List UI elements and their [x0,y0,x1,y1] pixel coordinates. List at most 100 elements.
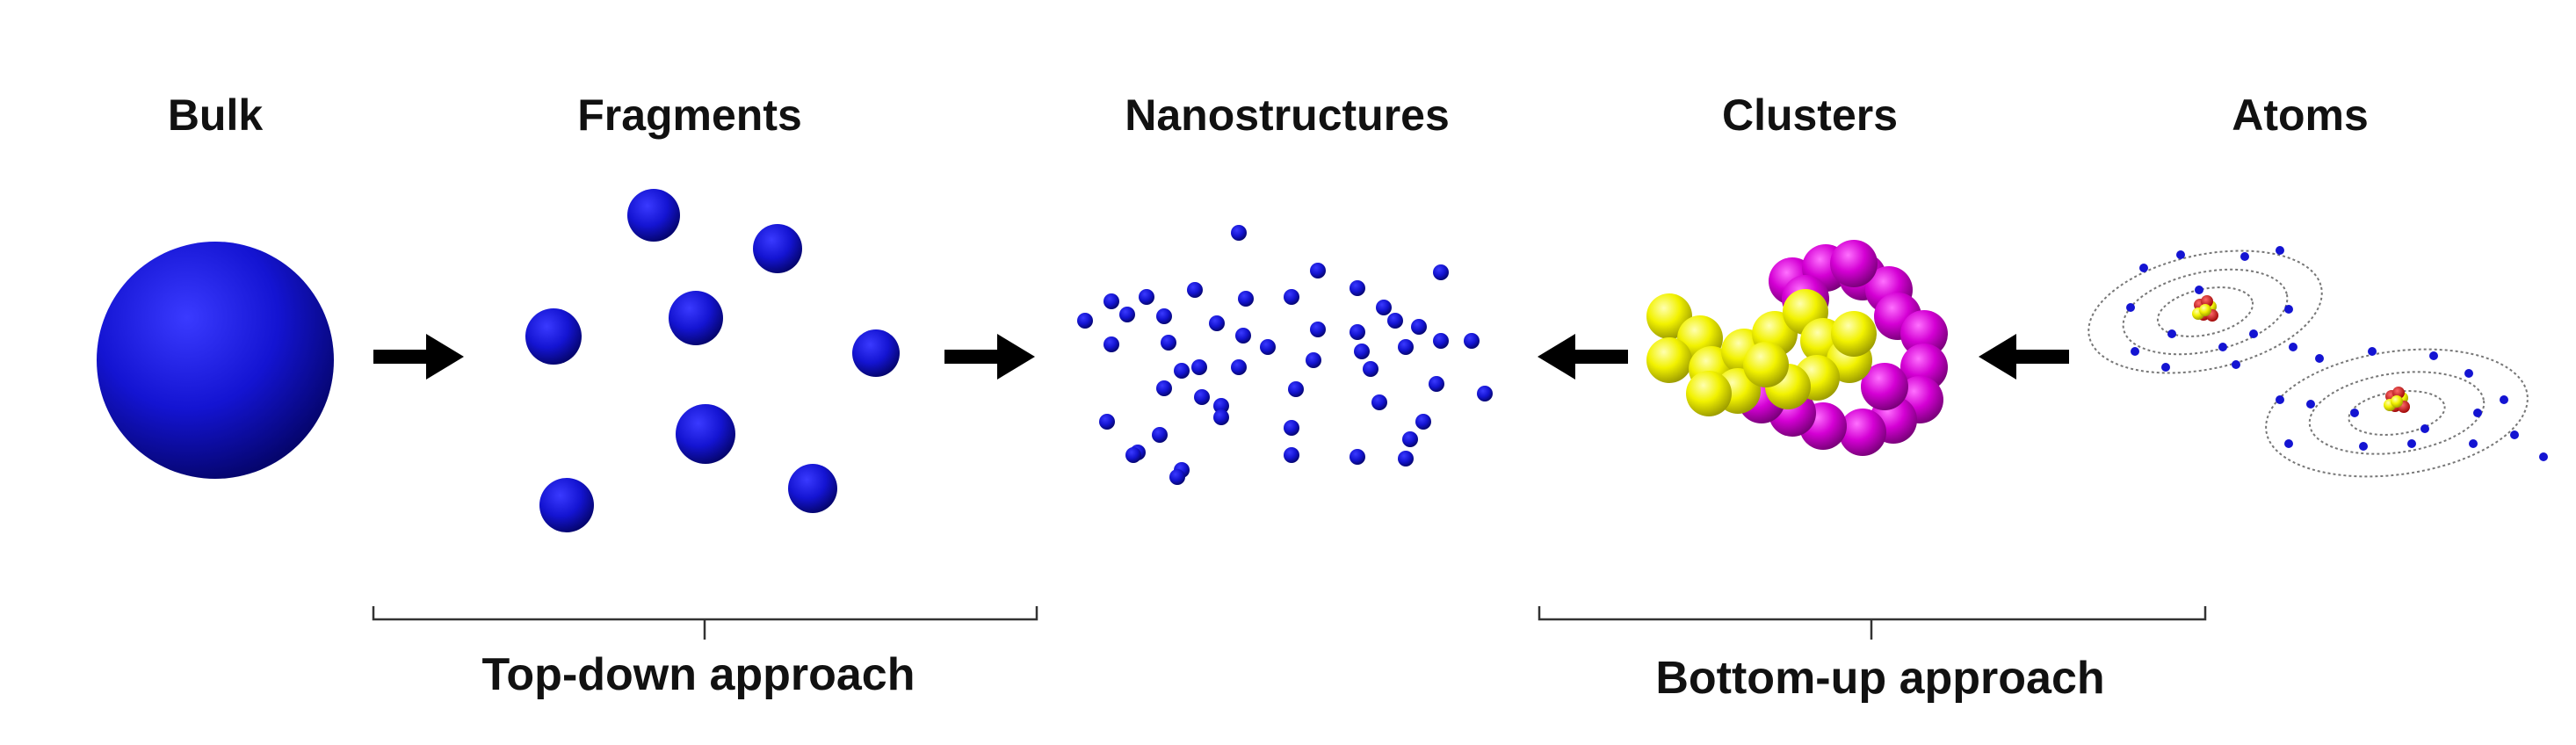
nanostructure-particle [1156,308,1172,324]
nanostructure-particle [1284,447,1299,463]
stage-title-clusters: Clusters [1721,90,1899,140]
right-arrow-icon [944,334,1035,380]
nanostructure-particle [1429,376,1444,392]
nanostructure-particle [1306,352,1321,368]
nanostructure-particle [1464,333,1480,349]
electron [2368,347,2377,356]
atom-model-1 [2088,246,2323,374]
nucleus-particle [2391,395,2403,408]
nanostructure-particle [1415,414,1431,430]
bulk-sphere [97,242,334,479]
nanostructure-particle [1376,300,1392,315]
electron [2176,250,2185,259]
cluster-particles [1646,240,1948,456]
nanostructure-particle [1119,307,1135,322]
fragment-sphere [788,464,837,513]
stage-title-nanostructures: Nanostructures [1125,90,1450,140]
nanostructure-particle [1152,427,1168,443]
left-arrow-icon [1979,334,2069,380]
nanostructure-particle [1231,225,1247,241]
electron [2232,360,2240,369]
nanostructure-particle [1103,293,1119,309]
nanostructure-particle [1350,449,1365,465]
nanostructure-particle [1194,389,1210,405]
electron [2161,363,2170,372]
bottom-up-bracket [1538,606,2207,640]
nucleus-particle [2199,304,2211,316]
nanostructure-particle [1363,361,1378,377]
electron [2289,343,2297,351]
nanostructure-particle [1354,344,1370,359]
nanostructure-particle [1371,394,1387,410]
electron [2195,286,2203,294]
electron [2126,303,2135,312]
nanostructure-particle [1288,381,1304,397]
top-down-bracket [372,606,1038,640]
nanostructure-particle [1139,289,1154,305]
atom-model-2 [2265,347,2548,478]
nanostructure-particle [1125,447,1141,463]
stage-title-atoms: Atoms [2232,90,2369,140]
electron [2167,329,2176,338]
electron [2469,439,2478,448]
nanostructure-particle [1350,280,1365,296]
electron [2315,354,2324,363]
nanostructure-particles [1077,225,1493,485]
nanostructure-particle [1213,398,1229,414]
electron [2359,442,2368,451]
nanostructure-particle [1398,451,1414,467]
nanostructure-particle [1477,386,1493,401]
stage-title-bulk: Bulk [167,90,264,140]
electron [2240,252,2249,261]
top-down-approach-label: Top-down approach [481,649,915,700]
nanostructure-particle [1169,469,1185,485]
electron [2350,409,2359,417]
atom-electrons [2126,246,2297,372]
cluster-atom-yellow [1831,311,1877,357]
nanostructure-particle [1238,291,1254,307]
fragment-sphere [852,329,900,377]
nanostructure-particle [1411,319,1427,335]
electron [2218,343,2227,351]
cluster-atom-magenta [1830,240,1878,287]
nanostructure-particle [1284,420,1299,436]
electron [2420,424,2429,433]
process-arrows [373,334,2069,380]
left-arrow-icon [1538,334,1628,380]
fragment-sphere [669,291,723,345]
fragment-sphere [525,308,582,365]
nanostructure-particle [1433,333,1449,349]
fragment-spheres [525,189,900,532]
nanostructure-particle [1161,335,1176,351]
nanostructure-particle [1209,315,1225,331]
fragment-sphere [627,189,680,242]
nanostructure-particle [1213,409,1229,425]
fragment-sphere [539,478,594,532]
electron [2510,430,2519,439]
fragment-sphere [753,224,802,273]
electron [2284,305,2293,314]
nanostructure-particle [1235,328,1251,344]
atom-electrons [2276,347,2548,461]
stage-title-fragments: Fragments [577,90,802,140]
nanostructure-particle [1191,359,1207,375]
electron [2139,264,2148,272]
electron [2249,329,2258,338]
nanostructure-particle [1402,431,1418,447]
electron [2284,439,2293,448]
electron [2473,409,2482,417]
cluster-atom-yellow [1646,337,1692,383]
electron [2131,347,2139,356]
cluster-atom-magenta [1900,310,1948,358]
atom-nucleus [2384,387,2410,413]
right-arrow-icon [373,334,464,380]
nanostructure-particle [1310,322,1326,337]
fragment-sphere [676,404,735,464]
electron [2539,452,2548,461]
nanostructure-particle [1174,363,1190,379]
cluster-atom-magenta [1861,363,1908,410]
nanostructure-particle [1398,339,1414,355]
electron [2500,395,2508,404]
nanostructure-particle [1077,313,1093,329]
